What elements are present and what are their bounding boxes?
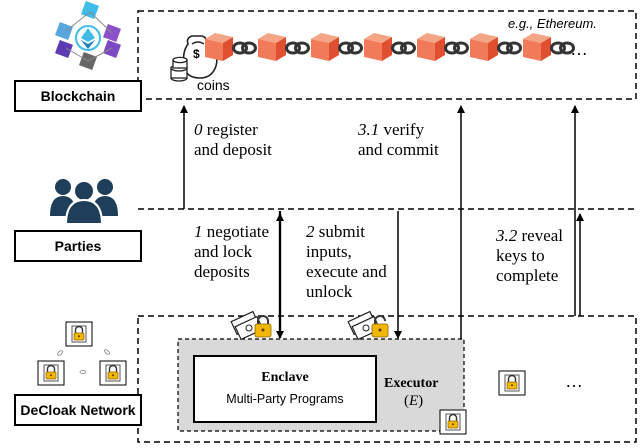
lock-icon xyxy=(445,413,461,431)
executor-paren-open: ( xyxy=(404,393,409,409)
block xyxy=(311,33,339,61)
network-nodes xyxy=(37,321,127,386)
step-32-text: reveal xyxy=(517,226,564,245)
step-31-text: verify xyxy=(379,120,425,139)
blockchain-blocks xyxy=(205,33,575,61)
step-0-line2: and deposit xyxy=(194,140,272,159)
step-1-line3: deposits xyxy=(194,262,250,281)
parties-people-icon xyxy=(50,179,118,225)
decloak-network-region xyxy=(137,315,637,443)
step-2-line4: unlock xyxy=(306,282,353,301)
enclave-title: Enclave xyxy=(261,370,309,385)
blockchain-label: Blockchain xyxy=(14,80,142,112)
block xyxy=(417,33,445,61)
step-2-number: 2 xyxy=(306,222,315,241)
chain-ellipsis: … xyxy=(570,39,588,59)
block xyxy=(258,33,286,61)
enclave-subtitle: Multi-Party Programs xyxy=(226,392,344,406)
block xyxy=(205,33,233,61)
step-1-line2: and lock xyxy=(194,242,253,261)
coin-symbol: $ xyxy=(193,47,200,61)
block xyxy=(470,33,498,61)
executor-symbol: (E) xyxy=(404,392,423,411)
step-2-text: submit xyxy=(314,222,366,241)
enclave-box xyxy=(193,355,377,423)
step-31-line1: 3.1 verify xyxy=(358,120,424,139)
lock-icon xyxy=(105,364,121,382)
executor-title: Executor xyxy=(384,376,439,391)
lock-icon xyxy=(504,374,520,392)
network-ellipsis: … xyxy=(565,371,583,391)
step-32-line2: keys to xyxy=(496,246,545,265)
chain-link xyxy=(497,41,522,55)
step-31-line2: and commit xyxy=(358,140,439,159)
step-2-line1: 2 submit xyxy=(306,222,365,241)
step-1-line1: 1 negotiate xyxy=(194,222,269,241)
step-32-line3: complete xyxy=(496,266,559,285)
step-0-number: 0 xyxy=(194,120,203,139)
executor-symbol-letter: E xyxy=(409,393,419,409)
chain-link xyxy=(232,41,257,55)
parties-label: Parties xyxy=(14,230,142,262)
step-32-line1: 3.2 reveal xyxy=(496,226,563,245)
lock-icon xyxy=(43,364,59,382)
chain-link xyxy=(285,41,310,55)
step-31-number: 3.1 xyxy=(358,120,380,139)
executor-paren-close: ) xyxy=(418,393,424,409)
lock-icon xyxy=(71,325,87,343)
chain-link xyxy=(391,41,416,55)
blockchain-region xyxy=(137,10,637,100)
step-0-line1: 0 register xyxy=(194,120,258,139)
chain-link xyxy=(444,41,469,55)
chain-link xyxy=(338,41,363,55)
block xyxy=(523,33,551,61)
coins-label: coins xyxy=(197,77,230,93)
step-2-line3: execute and xyxy=(306,262,387,281)
step-32-number: 3.2 xyxy=(496,226,518,245)
example-chain-text: e.g., Ethereum. xyxy=(508,16,597,31)
step-2-line2: inputs, xyxy=(306,242,352,261)
ethereum-cluster-icon xyxy=(55,1,121,70)
step-0-text: register xyxy=(202,120,258,139)
step-1-number: 1 xyxy=(194,222,203,241)
cash-lock-icon xyxy=(347,310,389,341)
step-1-text: negotiate xyxy=(202,222,270,241)
cash-lock-icon xyxy=(230,310,272,341)
block xyxy=(364,33,392,61)
decloak-network-label: DeCloak Network xyxy=(14,394,142,426)
